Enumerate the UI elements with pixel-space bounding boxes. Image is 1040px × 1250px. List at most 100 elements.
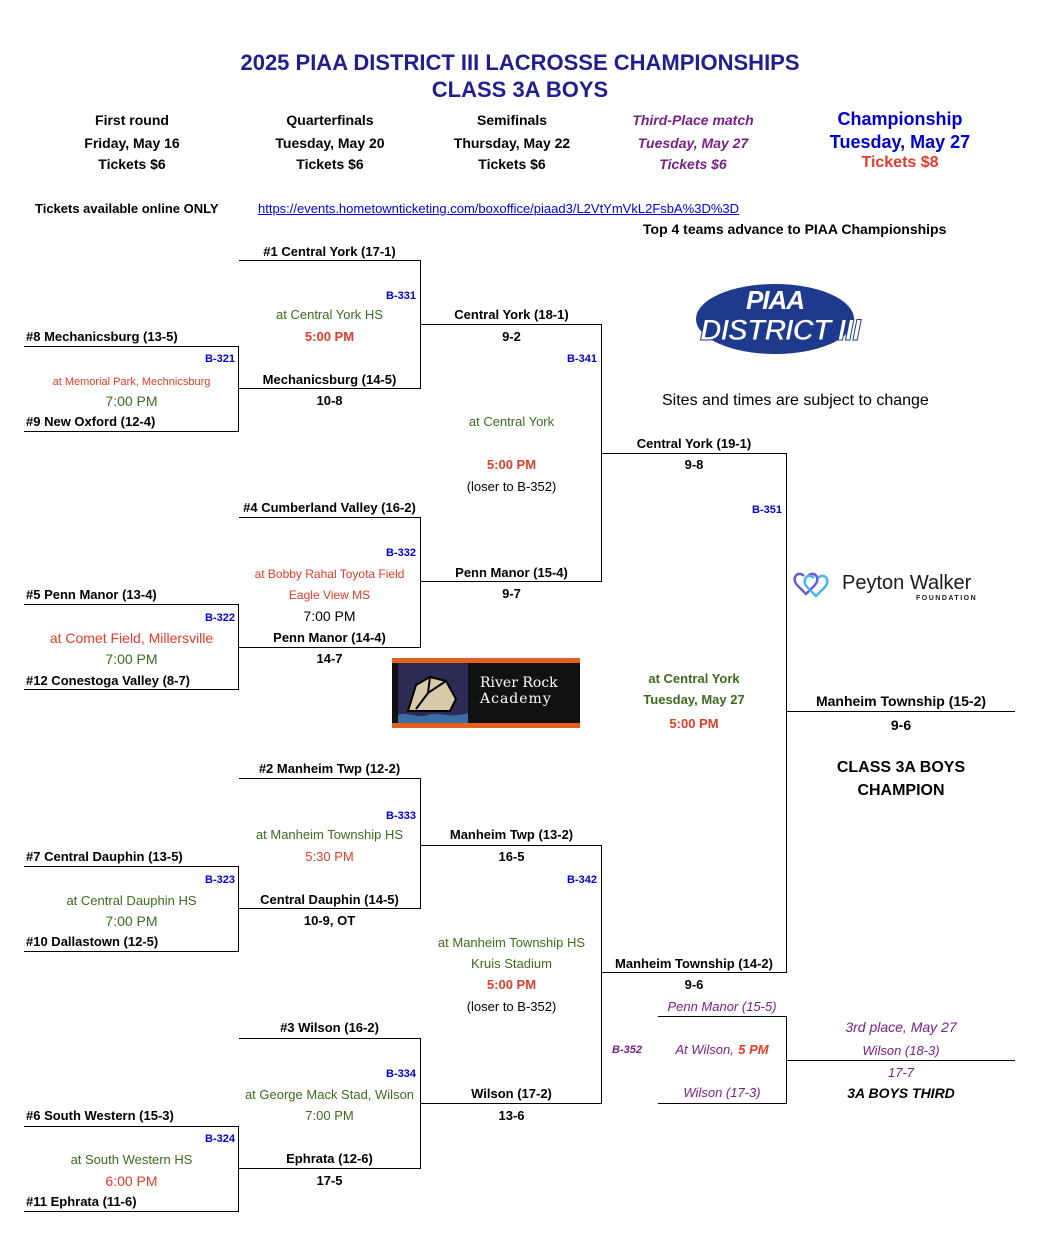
rra-line2: Academy <box>480 691 552 707</box>
page-title: 2025 PIAA DISTRICT III LACROSSE CHAMPION… <box>240 50 800 75</box>
game-score: 9-6 <box>684 977 704 992</box>
game-date: Tuesday, May 27 <box>643 692 745 707</box>
game-site: at Comet Field, Millersville <box>49 630 214 646</box>
team-slot: Penn Manor (14-4) <box>273 630 386 645</box>
game-score: 13-6 <box>498 1108 525 1123</box>
game-time: 5:00 PM <box>486 457 537 472</box>
team-slot: #7 Central Dauphin (13-5) <box>26 849 183 864</box>
river-rock-academy-logo: River Rock Academy <box>392 658 580 728</box>
team-slot: #10 Dallastown (12-5) <box>26 934 159 949</box>
third-place-team: Wilson (18-3) <box>862 1043 940 1058</box>
team-slot: Wilson (17-2) <box>471 1086 552 1101</box>
game-time: 7:00 PM <box>105 393 158 409</box>
team-slot: #9 New Oxford (12-4) <box>26 414 156 429</box>
game-site-2: Eagle View MS <box>288 588 371 602</box>
game-time: 5 PM <box>738 1042 769 1057</box>
team-slot: #1 Central York (17-1) <box>263 244 396 259</box>
game-site: At Wilson, <box>675 1042 734 1057</box>
team-slot: Central York (19-1) <box>636 436 752 451</box>
team-slot: Central York (18-1) <box>454 307 569 322</box>
game-time: 7:00 PM <box>305 1108 354 1123</box>
game-code: B-352 <box>612 1044 642 1056</box>
team-slot: #4 Cumberland Valley (16-2) <box>243 500 416 515</box>
round-date: Tuesday, May 20 <box>275 135 385 151</box>
team-slot: #3 Wilson (16-2) <box>280 1020 379 1035</box>
champion-title-2: CHAMPION <box>857 782 945 799</box>
game-time: 5:00 PM <box>304 329 355 344</box>
game-score: 14-7 <box>316 651 343 666</box>
game-code: B-333 <box>386 810 416 822</box>
game-time: 5:30 PM <box>305 849 354 864</box>
tickets-note: Tickets available online ONLY <box>35 201 219 216</box>
team-slot: Manheim Twp (13-2) <box>449 827 574 842</box>
game-score: 17-5 <box>316 1173 343 1188</box>
round-date: Tuesday, May 27 <box>829 132 971 152</box>
team-slot: #8 Mechanicsburg (13-5) <box>26 329 178 344</box>
champion-team: Manheim Township (15-2) <box>815 693 987 709</box>
champion-score: 9-6 <box>890 717 912 733</box>
game-site: at Manheim Township HS <box>255 827 404 842</box>
team-slot: #6 South Western (15-3) <box>26 1108 174 1123</box>
heart-icon <box>793 572 829 598</box>
third-place-label: 3rd place, May 27 <box>845 1019 957 1035</box>
game-site-2: Kruis Stadium <box>471 956 552 971</box>
game-site: at South Western HS <box>70 1152 193 1167</box>
team-slot: #11 Ephrata (11-6) <box>26 1194 137 1209</box>
team-slot: #2 Manheim Twp (12-2) <box>258 761 401 776</box>
sites-note: Sites and times are subject to change <box>662 392 929 409</box>
round-tickets: Tickets $8 <box>861 154 939 171</box>
team-slot: Ephrata (12-6) <box>286 1151 373 1166</box>
game-score: 10-9, OT <box>303 913 356 928</box>
round-tickets: Tickets $6 <box>98 156 166 172</box>
third-place-title: 3A BOYS THIRD <box>847 1085 955 1101</box>
game-site: at Memorial Park, Mechnicsburg <box>52 376 211 388</box>
team-slot: Wilson (17-3) <box>683 1085 761 1100</box>
game-note: (loser to B-352) <box>466 999 557 1014</box>
game-code: B-331 <box>386 290 416 302</box>
rock-icon <box>398 663 468 723</box>
game-site: at Central York HS <box>276 307 383 322</box>
page-subtitle: CLASS 3A BOYS <box>431 77 609 102</box>
third-place-score: 17-7 <box>887 1065 915 1080</box>
team-slot: #5 Penn Manor (13-4) <box>26 587 157 602</box>
game-site: at Central Dauphin HS <box>66 893 197 908</box>
game-score: 10-8 <box>316 393 343 408</box>
round-tickets: Tickets $6 <box>296 156 364 172</box>
team-slot: Mechanicsburg (14-5) <box>262 372 397 387</box>
game-code: B-351 <box>752 504 782 516</box>
piaa-logo-text: PIAA <box>745 285 805 315</box>
game-code: B-324 <box>205 1133 235 1145</box>
game-code: B-323 <box>205 874 235 886</box>
peyton-logo-sub: FOUNDATION <box>916 595 978 602</box>
game-code: B-341 <box>567 353 597 365</box>
game-site: at Central York <box>468 414 555 429</box>
game-score: 9-8 <box>684 457 704 472</box>
game-score: 16-5 <box>498 849 525 864</box>
district-logo-text: DISTRICT III <box>700 314 862 348</box>
game-time: 7:00 PM <box>105 651 158 667</box>
round-name: Championship <box>837 109 963 129</box>
round-tickets: Tickets $6 <box>478 156 546 172</box>
round-name: Quarterfinals <box>286 112 374 128</box>
game-code: B-334 <box>386 1068 416 1080</box>
advance-note: Top 4 teams advance to PIAA Championship… <box>643 221 947 237</box>
champion-title: CLASS 3A BOYS <box>836 759 966 776</box>
game-time: 7:00 PM <box>303 608 356 624</box>
game-note: (loser to B-352) <box>466 479 557 494</box>
game-score: 9-7 <box>502 586 521 601</box>
piaa-district-logo: PIAA DISTRICT III <box>696 284 892 356</box>
peyton-walker-logo: Peyton Walker FOUNDATION <box>792 568 992 604</box>
round-name: Third-Place match <box>632 112 754 128</box>
round-tickets: Tickets $6 <box>659 156 727 172</box>
tickets-link[interactable]: https://events.hometownticketing.com/box… <box>258 201 740 216</box>
rra-line1: River Rock <box>480 675 558 691</box>
round-date: Thursday, May 22 <box>453 135 571 151</box>
game-site: at Bobby Rahal Toyota Field <box>254 567 405 581</box>
game-code: B-322 <box>205 612 235 624</box>
team-slot: Central Dauphin (14-5) <box>260 892 399 907</box>
team-slot: Manheim Township (14-2) <box>615 956 773 971</box>
game-code: B-321 <box>205 353 235 365</box>
game-time: 7:00 PM <box>105 913 158 929</box>
game-site-time: At Wilson, 5 PM <box>658 1041 786 1059</box>
peyton-logo-name: Peyton Walker <box>842 572 972 594</box>
